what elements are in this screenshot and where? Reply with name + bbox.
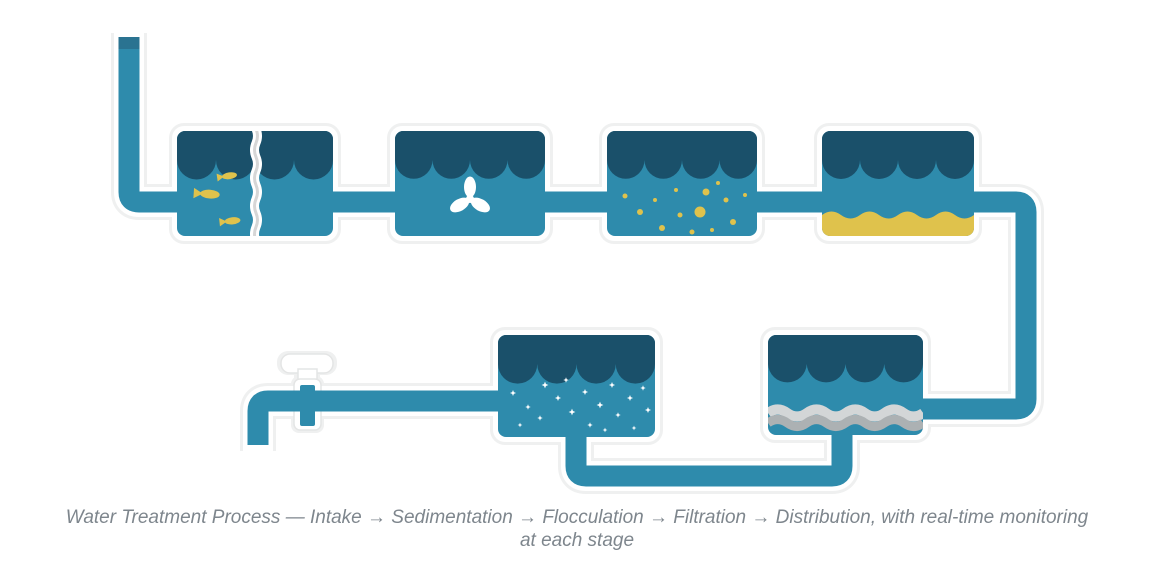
intake-pipe xyxy=(118,38,200,213)
propeller-icon xyxy=(450,176,490,213)
diagram-canvas xyxy=(111,33,1044,494)
pipe-network xyxy=(118,37,1037,487)
water-surface-waves xyxy=(498,335,655,384)
caption: Water Treatment Process — Intake → Sedim… xyxy=(0,506,1154,552)
floc-particles-icon xyxy=(622,181,747,235)
mixing-tank-contents xyxy=(395,131,545,213)
pipe-clearwater-to-faucet xyxy=(247,390,520,445)
intake-tank-contents xyxy=(177,131,333,236)
intake-pipe-water-top xyxy=(118,37,140,49)
caption-line-1: Water Treatment Process — Intake → Sedim… xyxy=(65,507,1089,528)
water-surface-waves xyxy=(822,131,974,179)
flocculation-tank-contents xyxy=(607,131,757,235)
water-surface-waves xyxy=(607,131,757,179)
water-surface-waves xyxy=(768,335,923,383)
sedimentation-tank-contents xyxy=(822,131,974,236)
sediment-layer-icon xyxy=(822,211,974,236)
filter-bed-icon xyxy=(768,404,923,431)
pipe-sedimentation-to-filtration xyxy=(900,191,1037,420)
water-surface-waves xyxy=(395,131,545,179)
screen-mesh-icon xyxy=(250,131,262,236)
pipe-filtration-to-clearwater xyxy=(565,420,853,487)
faucet-valve-stem xyxy=(300,385,315,426)
filtration-tank-contents xyxy=(768,335,923,431)
clear-water-tank-contents xyxy=(498,335,655,433)
caption-line-2: at each stage xyxy=(519,530,635,551)
